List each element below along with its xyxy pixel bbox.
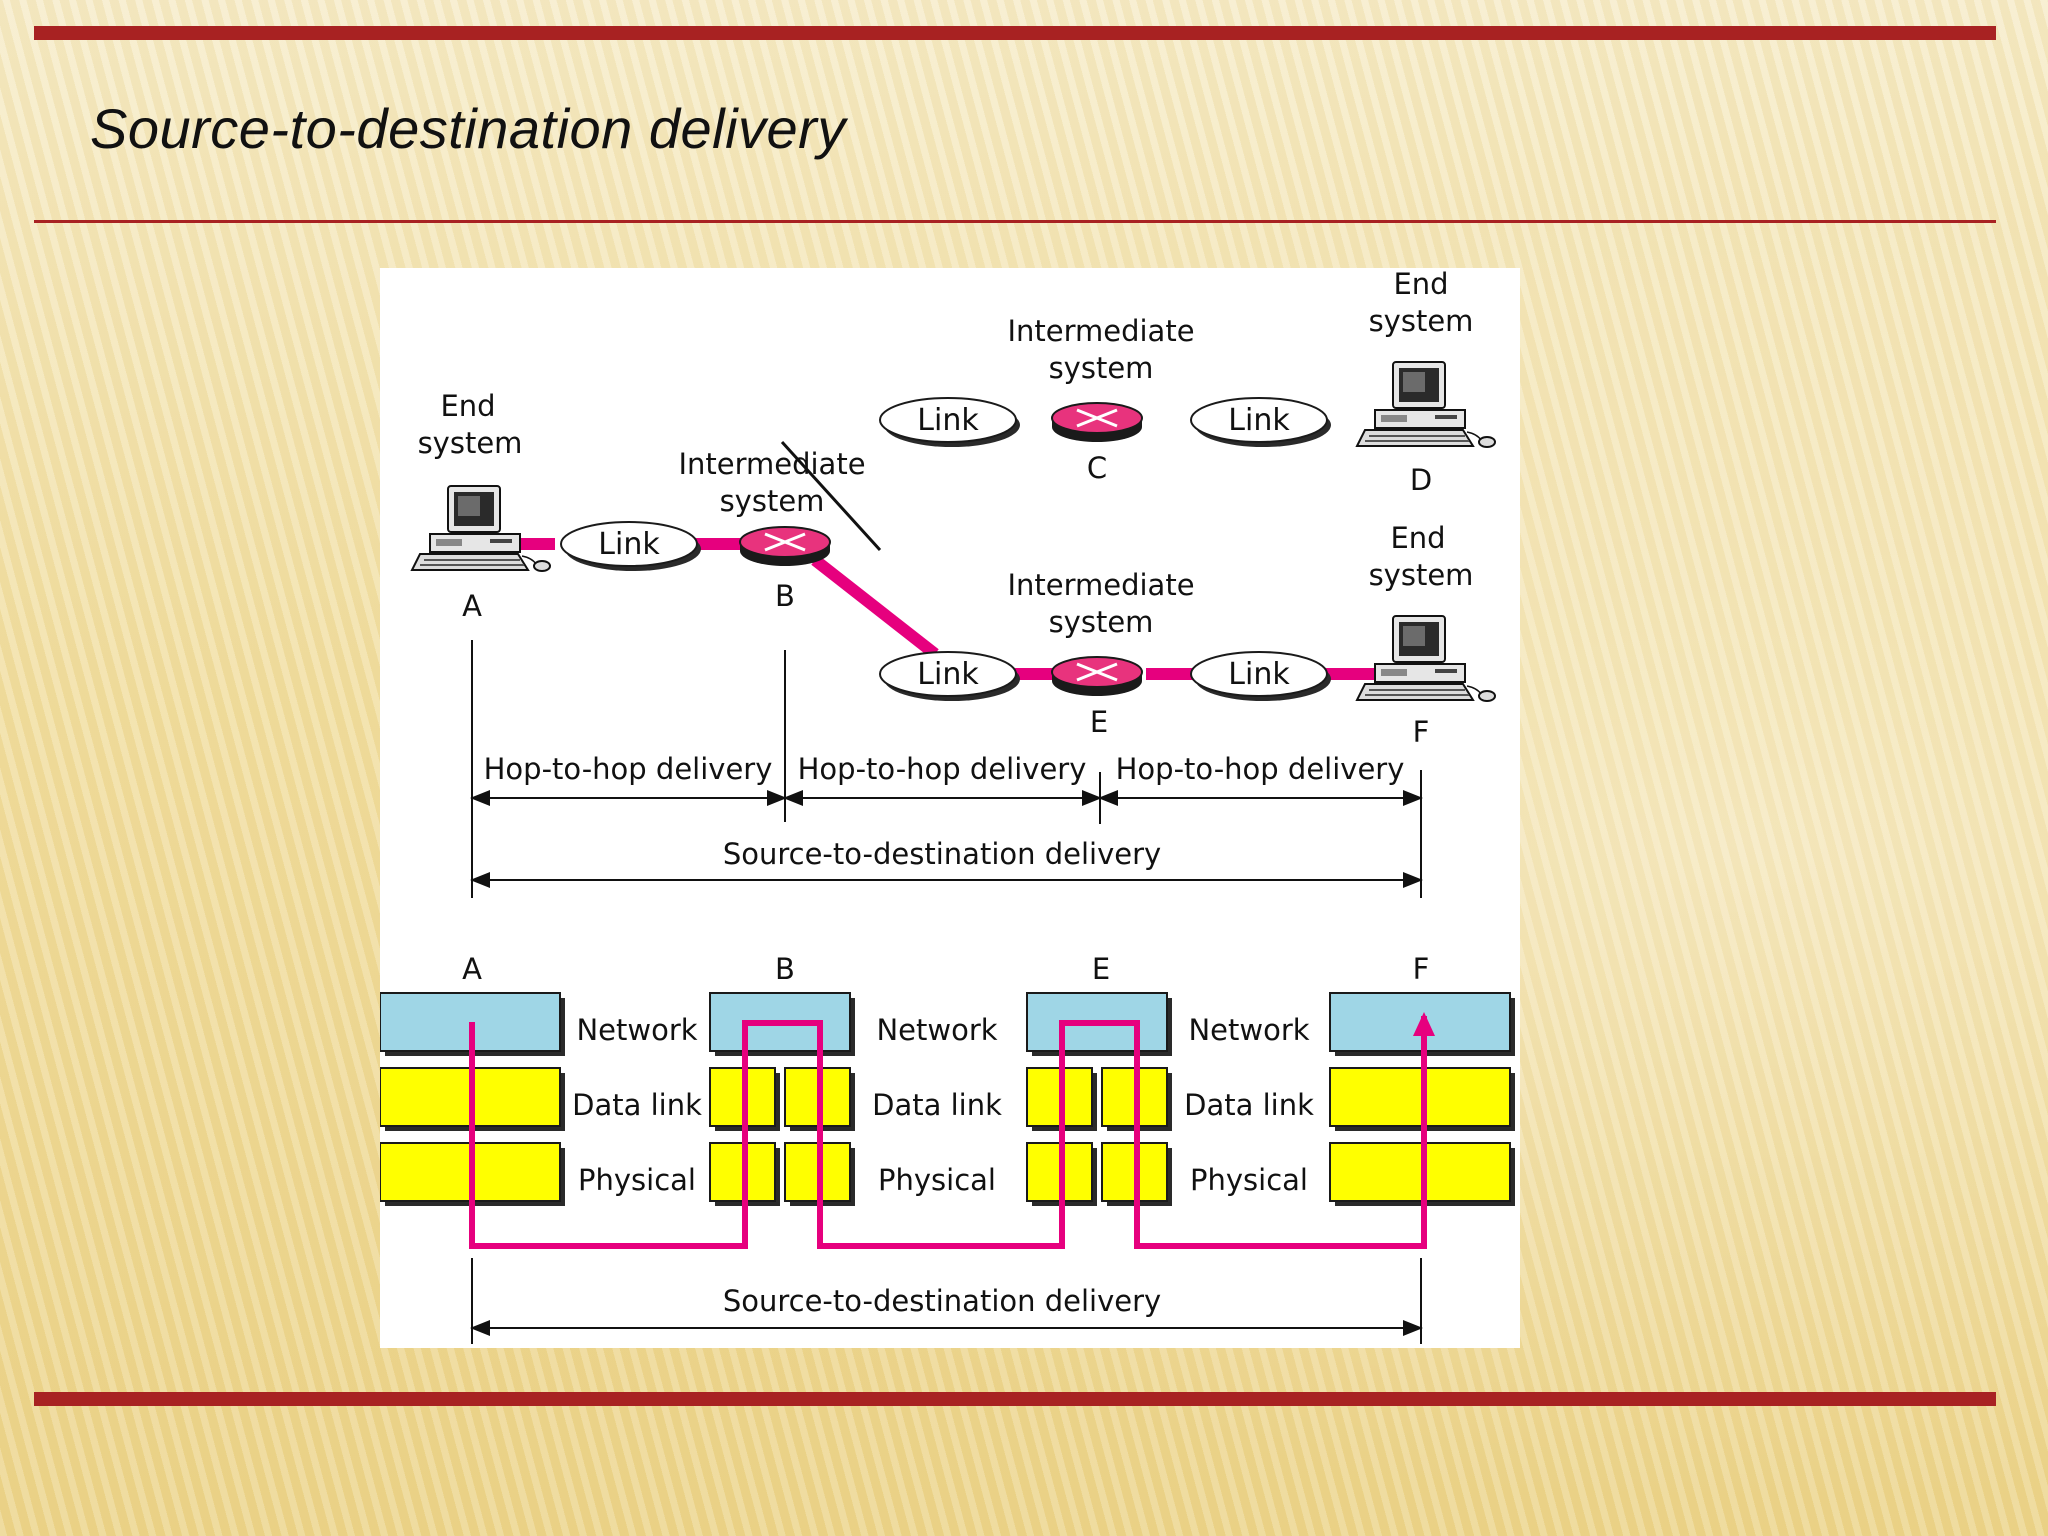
link-label: Link [917,657,979,692]
delivery-diagram: Link Link Link Link Link End system Inte… [380,268,1520,1348]
link-label: Link [598,527,660,562]
layer-label-datalink: Data link [572,1088,702,1122]
intermediate-system-label: system [1049,605,1154,639]
layer-label-network: Network [576,1013,697,1047]
layer-label-datalink: Data link [1184,1088,1314,1122]
layer-label-network: Network [876,1013,997,1047]
intermediate-system-label: system [1049,351,1154,385]
stack-column-e: E [1092,952,1110,986]
hop-delivery-label: Hop-to-hop delivery [1116,752,1405,786]
slide-title: Source-to-destination delivery [90,97,846,160]
end-system-label: system [418,426,523,460]
end-system-label: system [1369,304,1474,338]
node-label-e: E [1090,705,1108,739]
node-label-f: F [1413,715,1430,749]
router-icon [738,525,832,568]
layer-label-physical: Physical [578,1163,696,1197]
link-bc: Link [879,397,1021,448]
link-label: Link [1228,403,1290,438]
delivery-markers [470,640,1423,898]
intermediate-system-label: system [720,484,825,518]
link-be: Link [879,651,1021,702]
stack-column-b: B [775,952,795,986]
end-system-label: End [440,389,495,423]
source-to-destination-label: Source-to-destination delivery [723,1284,1161,1318]
node-label-b: B [775,579,795,613]
node-label-d: D [1410,463,1432,497]
intermediate-system-label: Intermediate [1007,314,1194,348]
intermediate-system-label: Intermediate [678,447,865,481]
bottom-delivery-marker [470,1258,1423,1344]
stack-column-f: F [1413,952,1430,986]
bottom-rule [34,1392,1996,1406]
title-underline [34,220,1996,223]
intermediate-system-label: Intermediate [1007,568,1194,602]
link-ef: Link [1190,651,1332,702]
router-icon [1050,401,1144,444]
layer-label-network: Network [1188,1013,1309,1047]
node-label-a: A [462,589,482,623]
link-label: Link [917,403,979,438]
end-system-label: End [1393,268,1448,301]
link-label: Link [1228,657,1290,692]
computer-icon [1356,361,1496,448]
router-icon [1050,655,1144,698]
computer-icon [411,485,551,572]
layer-label-physical: Physical [1190,1163,1308,1197]
hop-delivery-label: Hop-to-hop delivery [484,752,773,786]
top-rule [34,26,1996,40]
layer-label-datalink: Data link [872,1088,1002,1122]
hop-delivery-label: Hop-to-hop delivery [798,752,1087,786]
arrow-up-icon [1413,1012,1435,1036]
end-system-label: system [1369,558,1474,592]
end-system-label: End [1390,521,1445,555]
computer-icon [1356,615,1496,702]
layer-stacks [380,992,1515,1206]
diagram-canvas: Link Link Link Link Link End system Inte… [380,268,1515,1344]
link-ab: Link [560,521,702,572]
link-cd: Link [1190,397,1332,448]
stack-column-a: A [462,952,482,986]
node-label-c: C [1087,451,1107,485]
source-to-destination-label: Source-to-destination delivery [723,837,1161,871]
delivery-path [469,1016,1427,1249]
layer-label-physical: Physical [878,1163,996,1197]
